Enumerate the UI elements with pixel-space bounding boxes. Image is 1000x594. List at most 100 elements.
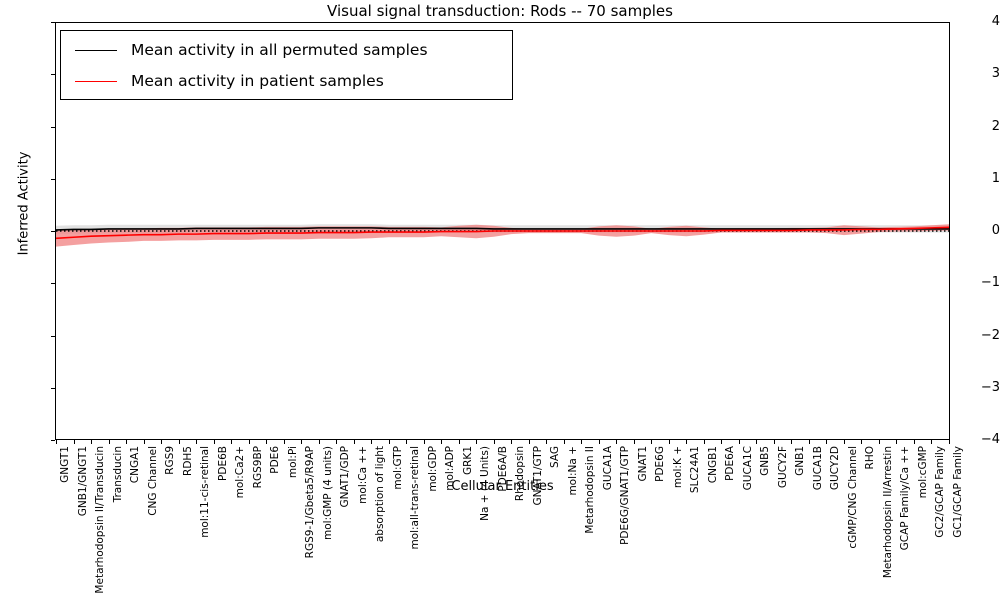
x-tick-mark <box>441 440 443 444</box>
y-tick-mark <box>51 22 55 23</box>
x-tick-label: Metarhodopsin II <box>584 446 597 534</box>
x-tick-label: Transducin <box>111 446 124 503</box>
x-tick-mark <box>56 440 57 444</box>
x-tick-label: cGMP/CNG Channel <box>846 446 859 549</box>
x-tick-label: mol:Ca ++ <box>356 446 369 504</box>
x-tick-mark <box>301 440 303 444</box>
x-tick-label: GNAT1/GTP <box>531 446 544 506</box>
x-tick-mark <box>371 440 373 444</box>
y-tick-label: 4 <box>991 14 1000 29</box>
x-tick-label: Metarhodopsin II/Arrestin <box>881 446 894 579</box>
y-tick-mark <box>51 335 55 337</box>
x-tick-label: GNB1/GNGT1 <box>76 446 89 517</box>
x-tick-label: mol:GTP <box>391 446 404 490</box>
x-tick-mark <box>949 440 950 444</box>
x-tick-mark <box>581 440 583 444</box>
x-tick-mark <box>266 440 268 444</box>
legend-label-permuted: Mean activity in all permuted samples <box>131 41 428 59</box>
x-tick-label: SAG <box>549 446 562 468</box>
x-tick-mark <box>108 440 110 444</box>
legend-swatch-permuted <box>75 49 117 51</box>
chart-title: Visual signal transduction: Rods -- 70 s… <box>327 2 673 20</box>
x-tick-label: PDE6G <box>654 446 667 482</box>
y-tick-mark <box>51 387 55 389</box>
x-tick-label: GUCA1B <box>811 446 824 491</box>
x-tick-label: CNGB1 <box>706 446 719 484</box>
x-tick-mark <box>738 440 740 444</box>
x-tick-mark <box>756 440 758 444</box>
legend-item-patient[interactable]: Mean activity in patient samples <box>69 66 384 96</box>
x-tick-label: PDE6A <box>724 446 737 481</box>
x-tick-mark <box>511 440 513 444</box>
x-tick-mark <box>703 440 705 444</box>
x-tick-mark <box>161 440 163 444</box>
x-tick-label: GC2/GCAP Family <box>934 446 947 538</box>
x-tick-mark <box>493 440 495 444</box>
x-tick-mark <box>598 440 600 444</box>
x-tick-mark <box>773 440 775 444</box>
x-tick-mark <box>913 440 915 444</box>
x-tick-mark <box>126 440 128 444</box>
x-tick-mark <box>73 440 75 444</box>
x-tick-label: GRK1 <box>461 446 474 475</box>
x-tick-mark <box>896 440 898 444</box>
x-tick-label: SLC24A1 <box>689 446 702 494</box>
x-tick-mark <box>843 440 845 444</box>
x-tick-mark <box>318 440 320 444</box>
x-tick-label: GNB5 <box>759 446 772 476</box>
x-tick-label: mol:all-trans-retinal <box>409 446 422 550</box>
plot-svg <box>56 224 949 247</box>
x-tick-mark <box>721 440 723 444</box>
x-tick-mark <box>213 440 215 444</box>
x-tick-label: mol:GDP <box>426 446 439 492</box>
x-tick-label: PDE6B <box>216 446 229 481</box>
x-tick-mark <box>791 440 793 444</box>
y-tick-label: −2 <box>980 327 1000 343</box>
y-tick-mark <box>51 178 55 180</box>
legend[interactable]: Mean activity in all permuted samples Me… <box>60 30 513 100</box>
y-tick-mark <box>51 440 55 441</box>
x-tick-label: Na + (4 Units) <box>479 446 492 521</box>
y-tick-label: 1 <box>991 170 1000 186</box>
x-tick-label: mol:K + <box>671 446 684 489</box>
x-tick-label: mol:ADP <box>444 446 457 491</box>
legend-item-permuted[interactable]: Mean activity in all permuted samples <box>69 35 428 65</box>
x-tick-mark <box>196 440 198 444</box>
x-tick-mark <box>178 440 180 444</box>
x-tick-mark <box>546 440 548 444</box>
permuted-mean-line <box>56 227 949 231</box>
x-tick-label: Metarhodopsin II/Transducin <box>94 446 107 594</box>
x-tick-label: PDE6G/GNAT1/GTP <box>619 446 632 545</box>
x-tick-mark <box>528 440 530 444</box>
y-tick-label: −4 <box>980 432 1000 447</box>
x-tick-label: RGS9 <box>164 446 177 475</box>
y-tick-mark <box>51 231 55 232</box>
y-tick-label: 0 <box>991 223 1000 238</box>
x-tick-mark <box>931 440 933 444</box>
x-tick-label: RHO <box>864 446 877 470</box>
x-tick-mark <box>283 440 285 444</box>
x-tick-label: GUCY2F <box>776 446 789 489</box>
x-tick-label: RGS9BP <box>251 446 264 489</box>
x-tick-label: mol:Pi <box>286 446 299 479</box>
x-tick-mark <box>458 440 460 444</box>
x-tick-mark <box>143 440 145 444</box>
x-tick-label: CNG Channel <box>146 446 159 516</box>
x-tick-mark <box>336 440 338 444</box>
x-tick-label: mol:GMP (4 units) <box>321 446 334 540</box>
y-tick-mark <box>51 126 55 128</box>
y-axis-label: Inferred Activity <box>16 151 32 256</box>
patient-mean-line <box>56 226 949 240</box>
x-tick-mark <box>861 440 863 444</box>
x-tick-mark <box>248 440 250 444</box>
chart-figure: Visual signal transduction: Rods -- 70 s… <box>16 2 1000 594</box>
legend-label-patient: Mean activity in patient samples <box>131 72 384 90</box>
x-tick-label: mol:Ca2+ <box>234 446 247 499</box>
x-tick-label: mol:Na + <box>566 446 579 496</box>
legend-swatch-patient <box>75 80 117 82</box>
x-tick-mark <box>686 440 688 444</box>
x-tick-label: GUCA1C <box>741 446 754 491</box>
x-tick-mark <box>231 440 233 444</box>
x-tick-label: GNGT1 <box>59 446 71 483</box>
x-tick-mark <box>563 440 565 444</box>
